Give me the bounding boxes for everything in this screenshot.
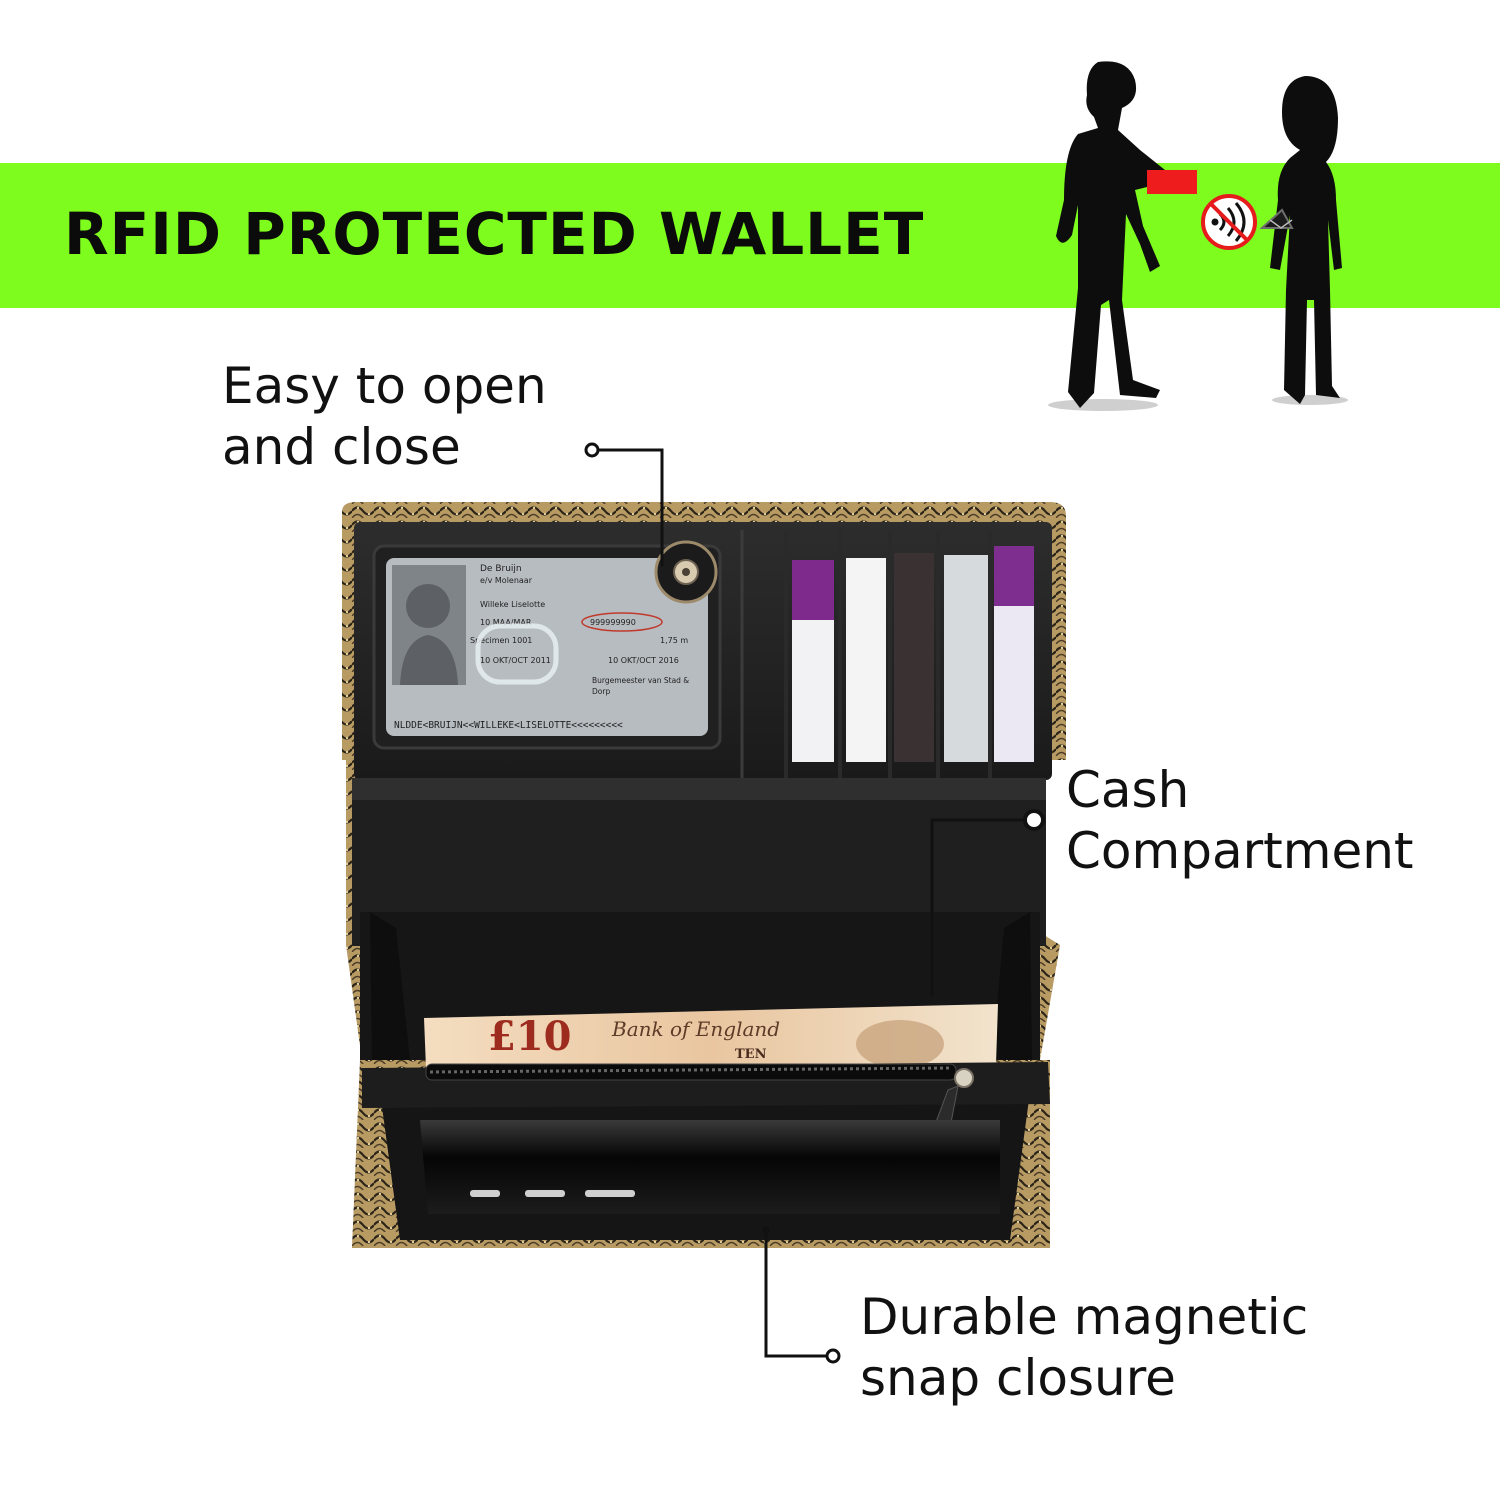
banknote-bank: Bank of England [611, 1017, 780, 1041]
id-town: Dorp [592, 687, 610, 696]
banner-title: RFID PROTECTED WALLET [64, 200, 925, 268]
id-married-name: e/v Molenaar [480, 576, 533, 585]
id-expires: 10 OKT/OCT 2016 [608, 656, 679, 665]
id-given-name: Willeke Liselotte [480, 600, 545, 609]
rfid-blocked-icon [1201, 194, 1257, 250]
callout-cash-line1: Cash [1066, 761, 1190, 819]
callout-open-close-line1: Easy to open [222, 357, 547, 415]
id-place: Specimen 1001 [470, 636, 532, 645]
callout-cash-line2: Compartment [1066, 822, 1414, 880]
phone [420, 1120, 1000, 1214]
id-issued: 10 OKT/OCT 2011 [480, 656, 551, 665]
callout-cash: Cash Compartment [1066, 760, 1414, 882]
banknote-word: TEN [735, 1047, 767, 1062]
woman-silhouette-icon [1259, 76, 1348, 405]
card-stack [784, 530, 1034, 778]
callout-open-close: Easy to open and close [222, 356, 547, 478]
thief-silhouette-icon [1048, 61, 1165, 411]
id-surname: De Bruijn [480, 564, 522, 574]
callout-closure-line1: Durable magnetic [860, 1288, 1309, 1346]
callout-closure-line2: snap closure [860, 1349, 1176, 1407]
id-birth: 10 MAA/MAR [480, 618, 532, 627]
id-mrz: NLDDE<BRUIJN<<WILLEKE<LISELOTTE<<<<<<<<< [394, 720, 623, 731]
id-card: De Bruijn e/v Molenaar Willeke Liselotte… [386, 558, 708, 736]
callout-leader-open [584, 442, 664, 566]
id-authority: Burgemeester van Stad & [592, 676, 689, 685]
id-height: 1,75 m [660, 636, 688, 645]
stolen-card-icon [1147, 170, 1197, 194]
snap-button-icon [654, 540, 718, 604]
callout-leader-closure [762, 1226, 841, 1364]
callout-open-close-line2: and close [222, 418, 461, 476]
banknote-value: £10 [488, 1013, 572, 1060]
callout-leader-cash [930, 809, 1045, 996]
callout-closure: Durable magnetic snap closure [860, 1287, 1308, 1409]
banknote: £10 Bank of England TEN [424, 1004, 998, 1068]
id-doc-number: 999999990 [590, 618, 636, 627]
